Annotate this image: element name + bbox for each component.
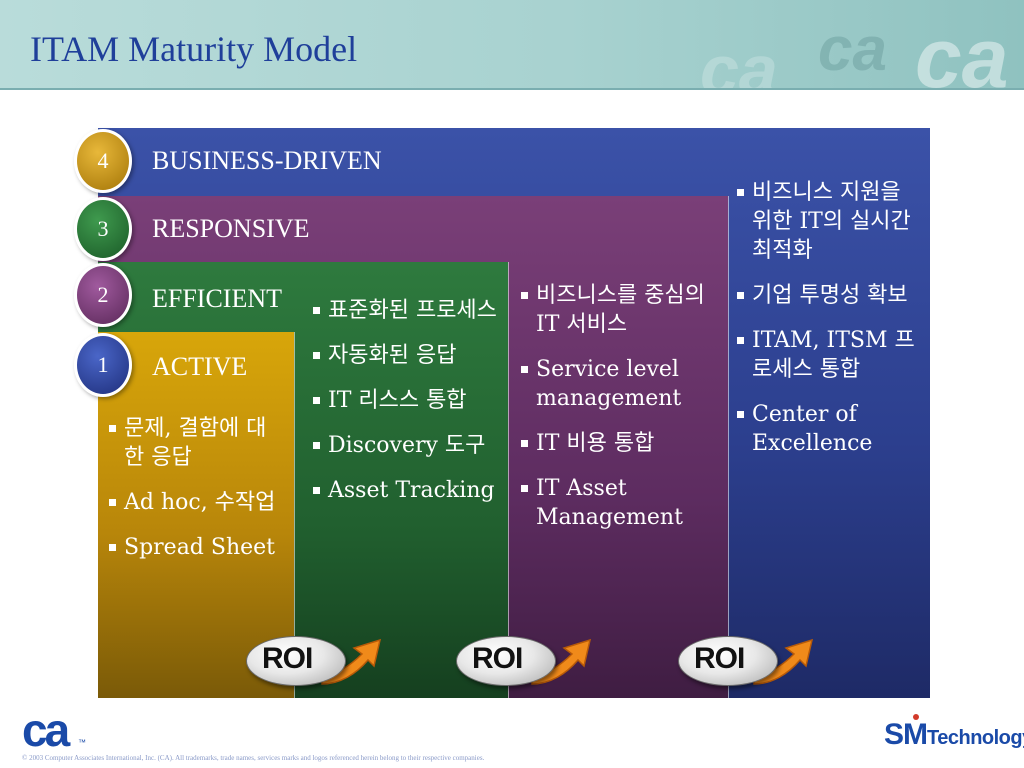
level-number: 3 [97,216,109,241]
list-item: IT 리스스 통합 [310,386,505,415]
smtechnology-logo: SMTechnology [884,718,1024,752]
ca-logo: ca [22,704,70,756]
list-item: 문제, 결함에 대한 응답 [106,414,286,472]
list-item: 비즈니스를 중심의 IT 서비스 [518,281,723,339]
list-item: 표준화된 프로세스 [310,296,505,325]
roi-label: ROI [262,642,313,675]
level-2-bullets: 표준화된 프로세스 자동화된 응답 IT 리스스 통합 Discovery 도구… [310,296,505,521]
roi-pill [456,636,556,686]
level-number: 2 [97,282,109,307]
list-item: IT Asset Management [518,474,723,532]
level-number: 1 [97,352,109,377]
logo-text-small: Technology [927,727,1024,749]
copyright-note: © 2003 Computer Associates International… [22,754,485,762]
list-item: Service level management [518,355,723,413]
level-4-badge: 4 [74,129,132,193]
header-watermark: ca [818,15,887,84]
list-item: Asset Tracking [310,476,505,505]
list-item: Spread Sheet [106,533,286,562]
roi-label: ROI [472,642,523,675]
roi-label: ROI [694,642,745,675]
level-2-badge: 2 [74,263,132,327]
roi-pill [678,636,778,686]
level-4-bullets: 비즈니스 지원을 위한 IT의 실시간 최적화 기업 투명성 확보 ITAM, … [734,178,926,474]
roi-badge: ROI [678,634,818,690]
panel-divider [294,332,295,698]
level-number: 4 [97,148,109,173]
header-bar: ca ca ca ITAM Maturity Model [0,0,1024,88]
logo-star-icon [913,714,919,720]
level-1-badge: 1 [74,333,132,397]
list-item: ITAM, ITSM 프로세스 통합 [734,326,926,384]
level-2-label: EFFICIENT [152,284,282,313]
list-item: Center of Excellence [734,400,926,458]
list-item: 자동화된 응답 [310,341,505,370]
roi-pill [246,636,346,686]
level-1-bullets: 문제, 결함에 대한 응답 Ad hoc, 수작업 Spread Sheet [106,414,286,578]
list-item: IT 비용 통합 [518,429,723,458]
page-title: ITAM Maturity Model [30,29,358,69]
level-3-bullets: 비즈니스를 중심의 IT 서비스 Service level managemen… [518,281,723,548]
level-3-badge: 3 [74,197,132,261]
header-watermark: ca [915,11,1009,88]
header-divider [0,88,1024,90]
roi-badge: ROI [246,634,386,690]
logo-text-big: SM [884,718,928,751]
panel-divider [728,196,729,698]
level-1-panel [98,332,294,698]
trademark-mark: ™ [78,738,86,747]
header-watermark: ca [700,31,778,88]
level-4-label: BUSINESS-DRIVEN [152,146,382,175]
level-3-label: RESPONSIVE [152,214,310,243]
list-item: Ad hoc, 수작업 [106,488,286,517]
roi-badge: ROI [456,634,596,690]
list-item: 기업 투명성 확보 [734,281,926,310]
panel-divider [508,262,509,698]
list-item: Discovery 도구 [310,431,505,460]
list-item: 비즈니스 지원을 위한 IT의 실시간 최적화 [734,178,926,265]
level-1-label: ACTIVE [152,352,248,381]
